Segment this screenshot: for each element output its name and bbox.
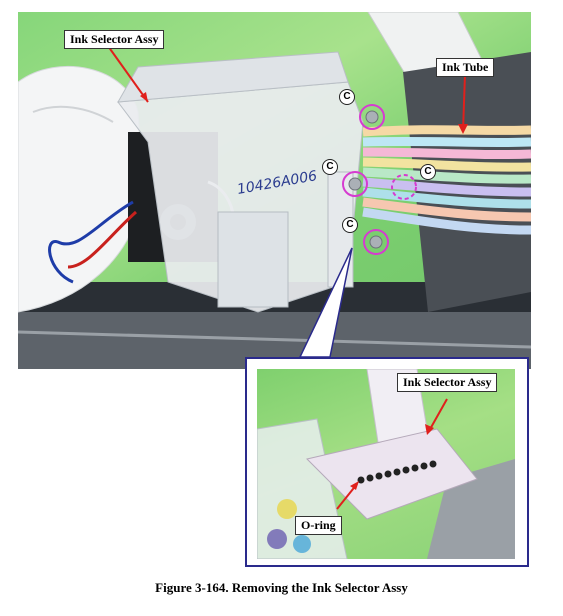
screw-highlight-bottom — [363, 229, 389, 255]
screw-highlight-middle — [342, 171, 368, 197]
main-photo: 10426A006 Ink Selector Assy Ink Tube C C — [18, 12, 531, 369]
inset-photo: Ink Selector Assy O-ring — [257, 369, 515, 559]
label-ink-tube: Ink Tube — [436, 58, 495, 77]
figure-caption: Figure 3-164. Removing the Ink Selector … — [155, 580, 408, 595]
printer-mechanism-illustration: 10426A006 — [18, 12, 531, 369]
ink-tube-ribbon — [362, 125, 531, 235]
screw-marker-middle: C — [322, 159, 338, 175]
inset-detail-frame: Ink Selector Assy O-ring — [245, 357, 529, 567]
screw-marker-bottom: C — [342, 217, 358, 233]
leader-line-ink-selector — [107, 45, 149, 103]
inset-label-o-ring: O-ring — [295, 516, 342, 535]
screw-highlight-top — [359, 104, 385, 130]
label-ink-selector-assy: Ink Selector Assy — [64, 30, 165, 49]
inset-leader-line-ink-selector — [428, 398, 448, 432]
screw-marker-right: C — [420, 164, 436, 180]
screw-highlight-hidden — [391, 174, 417, 200]
inset-label-ink-selector-assy: Ink Selector Assy — [397, 373, 498, 392]
leader-line-ink-tube — [462, 73, 466, 133]
screw-marker-top: C — [339, 89, 355, 105]
nozzle-row — [357, 460, 437, 484]
